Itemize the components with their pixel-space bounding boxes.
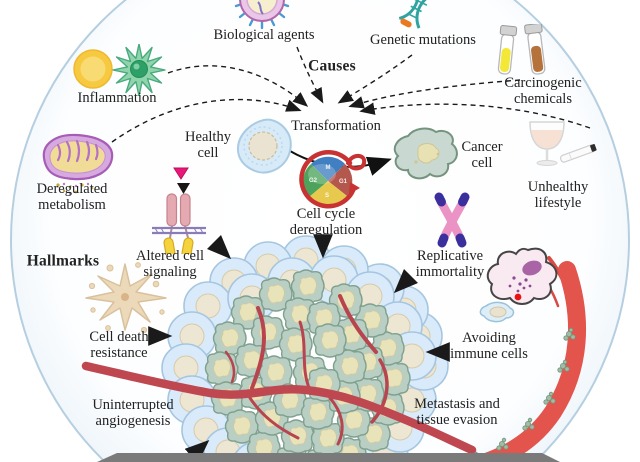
text-line: Transformation xyxy=(291,118,381,135)
text-line: Deregulated xyxy=(36,181,108,198)
label-uninterrupted-angiogenesis: Uninterrupted angiogenesis xyxy=(92,397,174,430)
label-inflammation: Inflammation xyxy=(77,90,157,107)
text-line: deregulation xyxy=(289,222,363,238)
cancer-cell-icon xyxy=(393,127,458,180)
text-line: Altered cell xyxy=(135,248,205,265)
cell-cycle-phase-s: S xyxy=(324,193,330,199)
label-carcinogenic-chemicals: Carcinogenic chemicals xyxy=(504,75,582,108)
label-cancer-cell: Cancer cell xyxy=(461,139,503,172)
receptor-signaling-icon xyxy=(152,167,206,254)
text-line: immune cells xyxy=(450,346,528,362)
dna-icon xyxy=(398,0,439,29)
text-line: Hallmarks xyxy=(26,252,100,270)
cause-arrows xyxy=(111,46,591,143)
mitochondrion-icon xyxy=(42,133,114,196)
cell-cycle-wheel-icon xyxy=(299,150,367,209)
text-line: Biological agents xyxy=(213,27,315,44)
label-cell-cycle-deregulation: Cell cycle deregulation xyxy=(289,206,363,239)
label-transformation: Transformation xyxy=(291,118,381,135)
label-deregulated-metabolism: Deregulated metabolism xyxy=(36,181,108,214)
chromosome-icon xyxy=(434,192,470,248)
virus-icon xyxy=(234,0,290,30)
text-line: Healthy xyxy=(185,129,231,146)
text-line: cell xyxy=(197,145,219,161)
angiogenesis-vessel xyxy=(81,361,477,455)
apoptotic-cell-icon xyxy=(85,262,167,334)
heading-causes: Causes xyxy=(308,57,356,74)
cell-cycle-phase-m: M xyxy=(325,165,331,171)
label-replicative-immortality: Replicative immortality xyxy=(415,248,485,281)
cell-cycle-phase-g2: G2 xyxy=(308,178,318,184)
cropped-bottom-bar xyxy=(97,453,560,462)
healthy-cell-icon xyxy=(236,118,292,174)
figure-boundary-circle xyxy=(10,0,630,462)
text-line: Causes xyxy=(308,57,356,75)
text-line: angiogenesis xyxy=(95,413,171,429)
text-line: immortality xyxy=(415,264,485,280)
text-line: Genetic mutations xyxy=(370,32,476,49)
heading-hallmarks: Hallmarks xyxy=(27,252,99,269)
text-line: Replicative xyxy=(416,248,484,265)
label-unhealthy-lifestyle: Unhealthy lifestyle xyxy=(527,179,589,212)
label-genetic-mutations: Genetic mutations xyxy=(370,32,476,49)
label-biological-agents: Biological agents xyxy=(213,27,315,44)
wine-glass-cigarette-icon xyxy=(529,121,597,166)
text-line: Unhealthy xyxy=(527,179,589,196)
hallmark-arrows xyxy=(148,234,450,462)
text-line: Cell cycle xyxy=(296,206,356,223)
text-line: Cancer xyxy=(461,139,503,156)
label-cell-death-resistance: Cell death resistance xyxy=(89,329,149,362)
text-line: resistance xyxy=(90,345,148,361)
label-avoiding-immune-cells: Avoiding immune cells xyxy=(450,330,528,363)
test-tubes-icon xyxy=(497,24,546,75)
text-line: Uninterrupted xyxy=(92,397,174,414)
tumor-vessels xyxy=(224,294,389,446)
text-line: signaling xyxy=(143,264,197,280)
text-line: chemicals xyxy=(514,91,572,107)
text-line: Avoiding xyxy=(462,330,516,347)
inflammation-cells-icon xyxy=(73,44,166,96)
text-line: Carcinogenic xyxy=(504,75,582,92)
label-healthy-cell: Healthy cell xyxy=(185,129,231,162)
macrophage-icon xyxy=(479,247,558,323)
text-line: tissue evasion xyxy=(416,412,498,428)
tumor-mass-illustration xyxy=(161,235,449,462)
label-metastasis-tissue-evasion: Metastasis and tissue evasion xyxy=(414,396,500,429)
text-line: cell xyxy=(471,155,493,171)
cell-cycle-phase-g1: G1 xyxy=(338,179,348,185)
text-line: Inflammation xyxy=(77,90,157,107)
text-line: lifestyle xyxy=(534,195,582,211)
text-line: Metastasis and xyxy=(414,396,500,413)
text-line: Cell death xyxy=(89,329,149,346)
text-line: metabolism xyxy=(38,197,106,213)
label-altered-cell-signaling: Altered cell signaling xyxy=(135,248,205,281)
